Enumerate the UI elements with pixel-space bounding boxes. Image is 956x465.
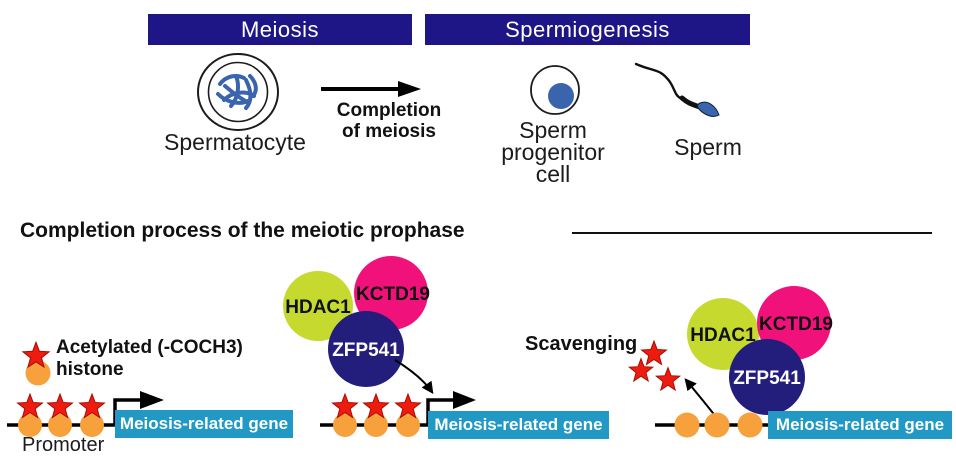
legend-line2: histone xyxy=(56,359,124,380)
acetylated-histone-legend-text: Acetylated (-COCH3) histone xyxy=(56,337,286,381)
progenitor-line2: progenitor cell xyxy=(501,139,605,187)
spermatocyte-label: Spermatocyte xyxy=(164,129,306,155)
right-promoter-diagram xyxy=(655,412,772,438)
histone-icon xyxy=(704,412,730,438)
spermiogenesis-header-bar: Spermiogenesis xyxy=(425,14,750,45)
sperm-progenitor-cell-icon xyxy=(530,65,580,115)
section-divider-line xyxy=(572,232,932,234)
section-heading: Completion process of the meiotic propha… xyxy=(20,219,465,242)
hdac1-circle xyxy=(283,271,353,341)
histone-icon xyxy=(737,412,763,438)
gene-bar-right: Meiosis-related gene xyxy=(768,411,952,439)
zfp541-label: ZFP541 xyxy=(733,368,801,389)
left-promoter-diagram xyxy=(7,391,164,437)
progenitor-line1: Sperm xyxy=(519,117,587,143)
promoter-label: Promoter xyxy=(22,434,105,456)
sperm-icon xyxy=(634,62,720,117)
zfp541-circle xyxy=(729,339,805,415)
right-protein-complex: HDAC1 KCTD19 ZFP541 xyxy=(687,286,833,415)
completion-line1: Completion xyxy=(336,100,442,121)
kctd19-label: KCTD19 xyxy=(356,284,430,305)
middle-protein-complex: HDAC1 KCTD19 ZFP541 xyxy=(283,256,434,394)
zfp541-circle xyxy=(328,311,404,387)
hdac1-label: HDAC1 xyxy=(285,297,351,318)
meiosis-header-label: Meiosis xyxy=(240,16,320,42)
spermatocyte-icon xyxy=(197,53,279,131)
gene-bar-left: Meiosis-related gene xyxy=(115,410,293,438)
gene-bar-right-label: Meiosis-related gene xyxy=(775,415,945,434)
scavenged-stars-icon xyxy=(627,339,682,392)
kctd19-label: KCTD19 xyxy=(759,314,833,335)
gene-bar-middle: Meiosis-related gene xyxy=(428,411,609,439)
meiosis-header-bar: Meiosis xyxy=(148,14,412,45)
sperm-label: Sperm xyxy=(674,134,742,160)
repression-arrow-icon xyxy=(394,359,434,394)
completion-line2: of meiosis xyxy=(342,121,436,142)
acetylated-histone-legend-icon xyxy=(21,340,51,386)
histone-icon xyxy=(80,413,104,437)
acetyl-star-icon xyxy=(331,392,422,419)
sperm-progenitor-label: Sperm progenitor cell xyxy=(483,117,623,187)
scavenging-label: Scavenging xyxy=(525,333,638,355)
completion-arrow-icon xyxy=(321,81,421,97)
kctd19-circle xyxy=(354,256,428,330)
histone-icon xyxy=(48,413,72,437)
acetyl-star-icon xyxy=(16,392,106,419)
gene-bar-left-label: Meiosis-related gene xyxy=(119,414,289,433)
histone-icon xyxy=(364,413,388,437)
histone-icon xyxy=(396,413,420,437)
gene-bar-middle-label: Meiosis-related gene xyxy=(434,415,603,434)
histone-icon xyxy=(18,413,42,437)
spermiogenesis-header-label: Spermiogenesis xyxy=(505,16,670,42)
zfp541-label: ZFP541 xyxy=(332,340,400,361)
completion-of-meiosis-label: Completion of meiosis xyxy=(328,100,450,142)
hdac1-label: HDAC1 xyxy=(690,325,756,346)
histone-icon xyxy=(674,412,700,438)
legend-line1: Acetylated (-COCH3) xyxy=(56,337,243,358)
histone-icon xyxy=(333,413,357,437)
